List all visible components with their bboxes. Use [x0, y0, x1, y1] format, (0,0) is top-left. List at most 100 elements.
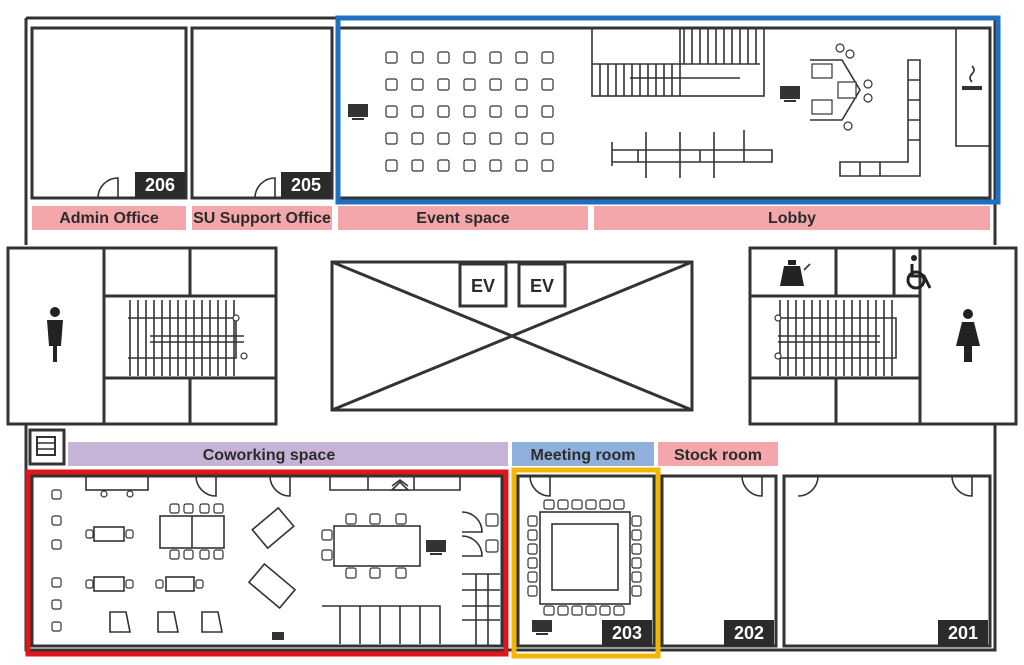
highlight-event-lobby — [335, 15, 1001, 205]
chair — [345, 513, 357, 525]
label-coworking-space: Coworking space — [68, 442, 508, 466]
chair — [85, 529, 94, 539]
chair — [631, 515, 642, 527]
chair — [515, 51, 528, 64]
chair — [411, 105, 424, 118]
chair — [527, 529, 538, 541]
room-205[interactable]: 205 — [190, 26, 334, 200]
chair — [571, 499, 583, 510]
svg-text:SU Support Office: SU Support Office — [193, 210, 331, 227]
chair — [345, 567, 357, 579]
elevator-2[interactable]: EV — [517, 262, 567, 308]
chair — [541, 132, 554, 145]
room-number-206: 206 — [145, 175, 175, 195]
chair — [199, 503, 210, 514]
chair — [385, 105, 398, 118]
chair — [631, 571, 642, 583]
vending-machine-icon[interactable] — [28, 428, 66, 466]
chair — [183, 503, 194, 514]
chair — [631, 557, 642, 569]
room-201[interactable]: 201 — [782, 474, 992, 648]
chair — [557, 605, 569, 616]
chair — [463, 78, 476, 91]
chair — [515, 132, 528, 145]
chair — [155, 579, 164, 589]
chair — [437, 78, 450, 91]
left-core — [6, 246, 278, 426]
smoking-icon — [962, 65, 982, 90]
chair — [321, 529, 333, 541]
lobby-sofa — [810, 43, 921, 177]
coworking-seating — [51, 489, 499, 632]
chair — [543, 499, 555, 510]
monitor-icon — [348, 104, 368, 120]
chair — [411, 132, 424, 145]
svg-text:Event space: Event space — [416, 210, 509, 227]
chair — [195, 579, 204, 589]
chair — [437, 51, 450, 64]
chair — [51, 577, 62, 588]
svg-text:Stock room: Stock room — [674, 447, 762, 464]
chair — [557, 499, 569, 510]
meeting-seating — [527, 499, 642, 616]
wheelchair-icon — [906, 255, 932, 290]
chair — [515, 105, 528, 118]
chair — [541, 159, 554, 172]
event-seating — [385, 51, 554, 172]
chair — [437, 105, 450, 118]
room-202[interactable]: 202 — [660, 474, 778, 648]
monitor-icon — [532, 620, 552, 635]
coat-hanger-icon — [390, 480, 410, 491]
monitor-icon — [780, 86, 800, 102]
chair — [463, 159, 476, 172]
chair — [51, 489, 62, 500]
female-restroom-icon — [956, 309, 980, 362]
coworking-room[interactable] — [30, 474, 504, 648]
event-lobby-area[interactable] — [336, 26, 992, 200]
chair — [613, 499, 625, 510]
chair — [369, 567, 381, 579]
label-stock-room: Stock room — [658, 442, 778, 466]
chair — [485, 539, 499, 553]
chair — [213, 549, 224, 560]
chair — [527, 557, 538, 569]
chair — [599, 605, 611, 616]
room-number-201: 201 — [948, 623, 978, 643]
right-core — [748, 246, 1018, 426]
room-number-203: 203 — [612, 623, 642, 643]
label-lobby: Lobby — [594, 206, 990, 230]
chair — [169, 549, 180, 560]
chair — [489, 51, 502, 64]
lobby-staircase — [591, 27, 765, 97]
chair — [541, 51, 554, 64]
chair — [527, 515, 538, 527]
chair — [489, 132, 502, 145]
chair — [183, 549, 194, 560]
chair — [395, 567, 407, 579]
chair — [527, 571, 538, 583]
chair — [613, 605, 625, 616]
elevator-label: EV — [530, 276, 554, 296]
chair — [411, 78, 424, 91]
chair — [51, 599, 62, 610]
chair — [599, 499, 611, 510]
chair — [485, 513, 499, 527]
atrium-void — [330, 260, 694, 412]
chair — [463, 51, 476, 64]
elevator-1[interactable]: EV — [458, 262, 508, 308]
label-meeting-room: Meeting room — [512, 442, 654, 466]
monitor-icon — [426, 540, 446, 555]
chair — [213, 503, 224, 514]
chair — [527, 543, 538, 555]
chair — [51, 515, 62, 526]
chair — [411, 51, 424, 64]
room-203[interactable]: 203 — [516, 474, 656, 648]
chair — [321, 549, 333, 561]
room-206[interactable]: 206 — [30, 26, 188, 200]
chair — [169, 503, 180, 514]
chair — [385, 78, 398, 91]
label-su-support-office: SU Support Office — [192, 206, 332, 230]
chair — [541, 78, 554, 91]
chair — [489, 159, 502, 172]
chair — [543, 605, 555, 616]
